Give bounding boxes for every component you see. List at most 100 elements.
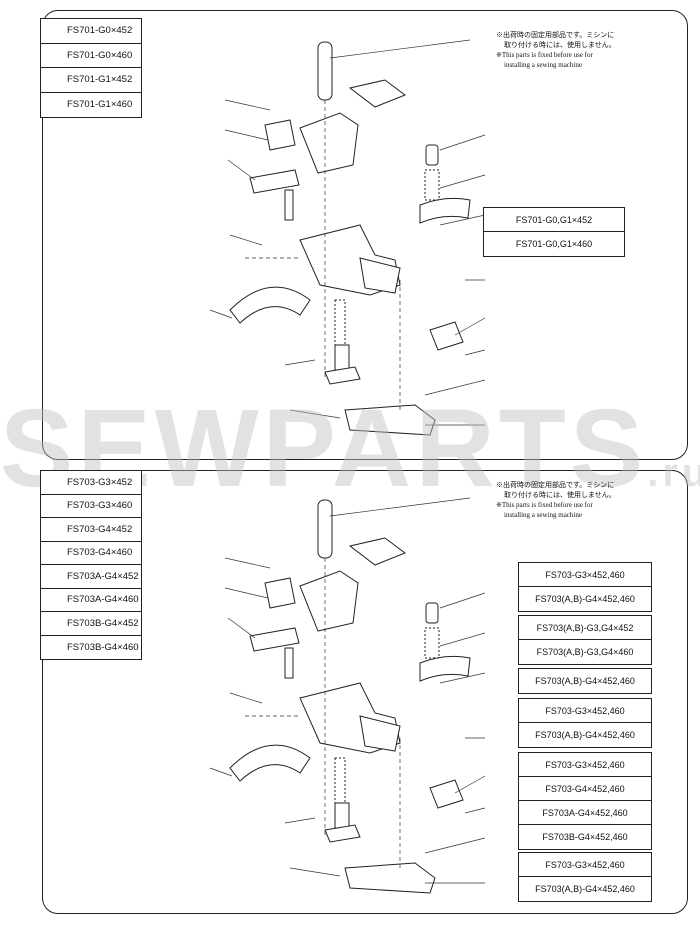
note-jp-2: 取り付ける時には、使用しません。	[504, 41, 616, 49]
bar-holder-part	[299, 112, 359, 174]
callout-row: FS703(A,B)-G3,G4×460	[536, 647, 634, 657]
callout-row: FS703-G3×452,460	[519, 853, 651, 877]
model-row: FS703-G3×460	[41, 495, 141, 518]
leader-line	[439, 632, 486, 647]
leader-line	[454, 317, 486, 336]
leader-line	[289, 867, 341, 877]
guide-part	[264, 119, 296, 151]
cover-part	[419, 655, 471, 682]
callout-row: FS703(A,B)-G3,G4×452	[519, 616, 651, 640]
screw-part	[425, 602, 439, 624]
note-en-2: installing a sewing machine	[504, 511, 582, 519]
model-row: FS703-G4×460	[41, 542, 141, 565]
model-row: FS701-G1×460	[67, 99, 133, 111]
leader-line	[224, 557, 271, 569]
callout-row: FS703-G3×452,460	[519, 563, 651, 587]
leader-line	[329, 497, 471, 517]
leader-line	[329, 39, 471, 59]
base-plate-part	[324, 824, 361, 843]
leader-line	[439, 672, 486, 684]
spring-part	[334, 757, 346, 804]
spring-part	[334, 299, 346, 346]
callout-row: FS703(A,B)-G4×452,460	[535, 594, 635, 604]
model-row: FS701-G1×452	[41, 68, 141, 93]
foot-sole-part	[344, 862, 436, 894]
presser-bar-part	[317, 41, 333, 101]
plate-part	[429, 779, 464, 809]
plate-part	[429, 321, 464, 351]
hinge-part	[359, 715, 401, 752]
lever-part	[249, 169, 300, 194]
hinge-part	[359, 257, 401, 294]
bottom-diagram-panel	[42, 470, 688, 914]
leader-line	[224, 129, 269, 141]
spring-part	[424, 169, 440, 201]
leader-line	[439, 214, 486, 226]
note-jp-1: ※出荷時の固定用部品です。ミシンに	[496, 31, 615, 39]
leader-line	[209, 309, 233, 319]
callout-box-3: FS703(A,B)-G4×452,460	[518, 668, 652, 694]
pin-part	[284, 189, 294, 221]
callout-box-4: FS703-G3×452,460 FS703(A,B)-G4×452,460	[518, 698, 652, 748]
model-row: FS701-G0×460	[41, 44, 141, 68]
leader-line	[454, 775, 486, 794]
leader-line	[229, 234, 263, 246]
lever-part	[249, 627, 300, 652]
guide-part	[264, 577, 296, 609]
callout-row: FS703(A,B)-G4×452,460	[535, 730, 635, 740]
clamp-part	[348, 79, 407, 108]
screw-part	[425, 144, 439, 166]
top-diagram-panel	[42, 10, 688, 460]
leader-line	[439, 592, 486, 609]
leader-line	[439, 134, 486, 151]
leader-line	[284, 359, 316, 366]
leader-line	[464, 807, 486, 814]
callout-box-1: FS703-G3×452,460 FS703(A,B)-G4×452,460	[518, 562, 652, 612]
model-row: FS703B-G4×452	[41, 612, 141, 636]
model-row: FS703-G4×452	[41, 518, 141, 542]
top-callout-box: FS701-G0,G1×452 FS701-G0,G1×460	[483, 207, 625, 257]
clamp-part	[348, 537, 407, 566]
leader-line	[289, 409, 341, 419]
spring-part	[424, 627, 440, 659]
base-plate-part	[324, 366, 361, 385]
bottom-model-table: FS703-G3×452 FS703-G3×460 FS703-G4×452 F…	[40, 470, 142, 660]
leader-line	[439, 174, 486, 189]
callout-row: FS703-G3×452,460	[519, 699, 651, 723]
leader-line	[224, 99, 271, 111]
callout-row: FS703(A,B)-G4×452,460	[535, 884, 635, 894]
leader-line	[229, 692, 263, 704]
callout-box-5: FS703-G3×452,460 FS703-G4×452,460 FS703A…	[518, 752, 652, 850]
model-row: FS701-G0×452	[41, 19, 141, 44]
bottom-note: ※出荷時の固定用部品です。ミシンに 取り付ける時には、使用しません。 ※This…	[496, 480, 616, 520]
callout-row: FS703-G3×452,460	[519, 753, 651, 777]
pin-part	[284, 647, 294, 679]
callout-row: FS703B-G4×452,460	[542, 832, 628, 842]
model-row: FS703A-G4×460	[41, 589, 141, 612]
watermark-suffix: .ru	[647, 451, 700, 495]
shaft-part	[334, 802, 350, 829]
note-jp-1: ※出荷時の固定用部品です。ミシンに	[496, 481, 615, 489]
leader-line	[209, 767, 233, 777]
leader-line	[424, 837, 486, 854]
top-model-table: FS701-G0×452 FS701-G0×460 FS701-G1×452 F…	[40, 18, 142, 118]
note-en-1: ※This parts is fixed before use for	[496, 501, 593, 509]
leader-line	[227, 617, 256, 639]
bar-holder-part	[299, 570, 359, 632]
callout-row: FS703(A,B)-G4×452,460	[535, 676, 635, 686]
top-note: ※出荷時の固定用部品です。ミシンに 取り付ける時には、使用しません。 ※This…	[496, 30, 616, 70]
callout-box-2: FS703(A,B)-G3,G4×452 FS703(A,B)-G3,G4×46…	[518, 615, 652, 665]
arm-part	[229, 744, 311, 782]
leader-line	[224, 587, 269, 599]
leader-line	[227, 159, 256, 181]
cover-part	[419, 197, 471, 224]
leader-line	[424, 379, 486, 396]
callout-row: FS701-G0,G1×452	[484, 208, 624, 232]
callout-row: FS703A-G4×452,460	[519, 801, 651, 825]
callout-row: FS701-G0,G1×460	[515, 239, 593, 249]
callout-row: FS703-G4×452,460	[519, 777, 651, 801]
note-en-2: installing a sewing machine	[504, 61, 582, 69]
model-row: FS703-G3×452	[41, 471, 141, 495]
